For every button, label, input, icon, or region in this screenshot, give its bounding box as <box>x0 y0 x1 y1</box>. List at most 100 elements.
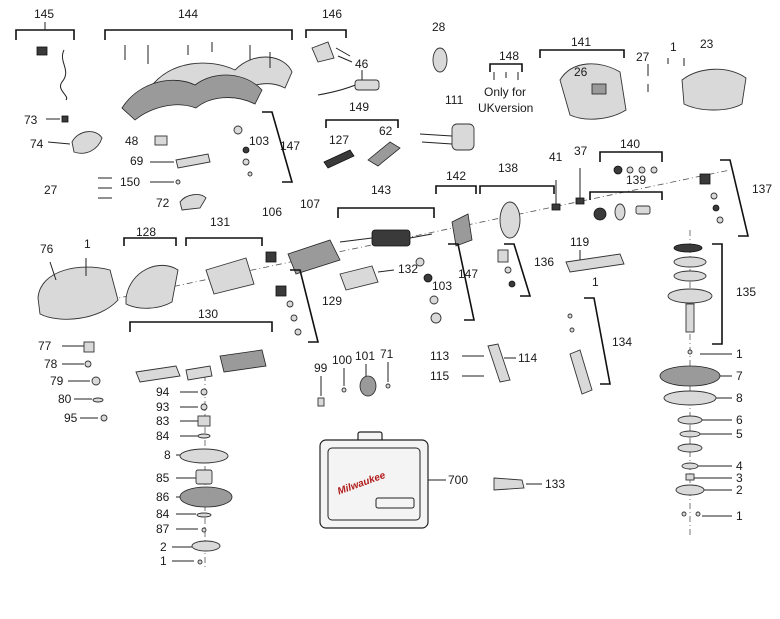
label-114: 114 <box>518 351 537 365</box>
label-141: 141 <box>571 35 591 49</box>
label-134: 134 <box>612 335 632 349</box>
part-74-handle <box>71 131 103 154</box>
part-group-128 <box>123 237 179 309</box>
label-5: 5 <box>736 427 743 441</box>
label-137: 137 <box>752 182 772 196</box>
bracket-138 <box>479 185 555 194</box>
label-142: 142 <box>446 169 466 183</box>
part-144-housing-lower <box>121 74 263 121</box>
label-106: 106 <box>262 205 282 219</box>
part-group-144 <box>104 29 293 121</box>
label-138: 138 <box>498 161 518 175</box>
bracket-142 <box>435 185 477 194</box>
part-142-bearing-plate <box>451 213 473 247</box>
label-150: 150 <box>120 175 140 189</box>
label-27-left: 27 <box>44 183 58 197</box>
part-144-screws <box>124 42 271 68</box>
label-129: 129 <box>322 294 342 308</box>
part-group-148 <box>489 63 523 80</box>
label-103-upper: 103 <box>249 134 269 148</box>
label-133: 133 <box>545 477 565 491</box>
part-5 <box>679 430 701 438</box>
part-7 <box>659 365 721 387</box>
label-6: 6 <box>736 413 743 427</box>
part-group-146 <box>305 29 353 63</box>
label-73: 73 <box>24 113 38 127</box>
label-128: 128 <box>136 225 156 239</box>
bracket-139 <box>589 191 663 200</box>
label-48: 48 <box>125 134 139 148</box>
part-73 <box>61 115 69 123</box>
label-46: 46 <box>355 57 369 71</box>
label-71: 71 <box>380 347 394 361</box>
part-2-left <box>191 540 221 552</box>
part-23-guard <box>681 68 747 111</box>
part-group-140 <box>589 151 663 221</box>
part-132-label <box>339 265 379 291</box>
part-group-137 <box>699 159 750 237</box>
part-group-77-95 <box>62 341 108 422</box>
label-69: 69 <box>130 154 144 168</box>
bracket-141 <box>539 49 625 58</box>
carrying-case <box>319 439 429 529</box>
label-2-right: 2 <box>736 483 743 497</box>
label-77: 77 <box>38 339 52 353</box>
part-134-handle <box>569 349 593 395</box>
part-28 <box>432 47 448 73</box>
part-131-cover <box>205 257 255 295</box>
label-143: 143 <box>371 183 391 197</box>
bracket-143 <box>337 207 435 218</box>
label-95: 95 <box>64 411 78 425</box>
label-111: 111 <box>445 93 464 107</box>
part-86 <box>179 486 233 508</box>
label-93: 93 <box>156 400 170 414</box>
bracket-135 <box>712 243 723 345</box>
part-group-73-74 <box>46 115 103 154</box>
label-115: 115 <box>430 369 449 383</box>
part-146-pins <box>335 47 353 63</box>
part-group-135 <box>667 243 723 345</box>
label-7: 7 <box>736 369 743 383</box>
part-83 <box>197 415 211 427</box>
part-6 <box>677 415 703 425</box>
label-1-right-top: 1 <box>736 347 743 361</box>
part-136-cap <box>497 249 509 263</box>
bracket-147-lower <box>448 243 475 321</box>
label-1-mid: 1 <box>592 275 599 289</box>
part-group-138 <box>479 185 555 239</box>
label-119: 119 <box>570 235 589 249</box>
part-group-147-upper <box>233 111 294 183</box>
label-74: 74 <box>30 137 44 151</box>
part-107-housing <box>287 239 341 275</box>
bracket-131 <box>185 237 263 246</box>
part-group-46 <box>317 70 380 96</box>
label-1-left-76: 1 <box>84 237 91 251</box>
label-72: 72 <box>156 196 170 210</box>
label-149: 149 <box>349 100 369 114</box>
label-62: 62 <box>379 124 393 138</box>
label-101: 101 <box>355 349 375 363</box>
label-8-left: 8 <box>164 448 171 462</box>
label-145: 145 <box>34 7 54 21</box>
part-69-switch <box>175 153 211 169</box>
bracket-137 <box>720 159 750 237</box>
part-111-sleeve <box>451 123 475 151</box>
part-145-clip <box>36 46 48 56</box>
label-41: 41 <box>549 150 563 164</box>
bracket-130 <box>129 321 273 332</box>
label-4: 4 <box>736 459 743 473</box>
label-79: 79 <box>50 374 64 388</box>
part-130-spring <box>219 349 267 373</box>
bracket-134 <box>584 297 611 385</box>
note-uk-line2: UKversion <box>478 101 533 115</box>
note-uk-line1: Only for <box>484 85 526 99</box>
part-8-left <box>179 448 229 464</box>
part-group-111 <box>419 123 475 151</box>
part-group-129 <box>275 269 320 343</box>
label-103-lower: 103 <box>432 279 452 293</box>
label-85: 85 <box>156 471 170 485</box>
part-group-76 <box>37 258 119 320</box>
part-41 <box>551 203 561 211</box>
label-8-right: 8 <box>736 391 743 405</box>
